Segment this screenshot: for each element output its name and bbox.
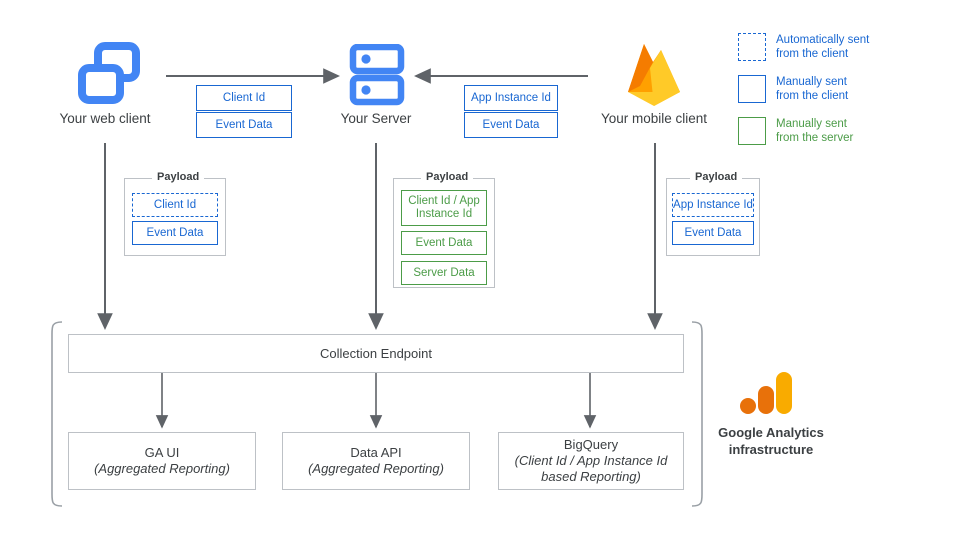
transit-right-chip-event-data: Event Data [464, 112, 558, 138]
output-box-bigquery: BigQuery (Client Id / App Instance Id ba… [498, 432, 684, 490]
infrastructure-bracket-right [691, 321, 703, 507]
legend-item-manually-sent-client: Manually sent from the client [738, 75, 848, 103]
legend-item-manually-sent-server: Manually sent from the server [738, 117, 853, 145]
legend-0-line1: Automatically sent [776, 34, 870, 46]
legend-item-automatically-sent-client: Automatically sent from the client [738, 33, 869, 61]
payload-mobile-client-title: Payload [690, 171, 743, 183]
payload-mobile-chip-app-instance-id: App Instance Id [672, 193, 754, 217]
payload-web-client-title: Payload [152, 171, 205, 183]
payload-web-chip-event-data: Event Data [132, 221, 218, 245]
collection-endpoint-label: Collection Endpoint [319, 345, 433, 361]
ga-infrastructure-caption: Google Analytics infrastructure [690, 424, 852, 458]
output-data-api-title: Data API [350, 445, 402, 460]
output-bigquery-subtitle: (Client Id / App Instance Id based Repor… [514, 453, 668, 484]
web-client-icon [74, 42, 144, 112]
output-ga-ui-title: GA UI [144, 445, 180, 460]
collection-endpoint-box: Collection Endpoint [68, 334, 684, 373]
legend-swatch-solid-blue-icon [738, 75, 766, 103]
payload-server-chip-client-app-id-text: Client Id / App Instance Id [408, 195, 480, 220]
output-ga-ui-subtitle: (Aggregated Reporting) [94, 461, 230, 476]
ga-caption-line-2: infrastructure [728, 442, 814, 457]
firebase-flame-icon [620, 38, 688, 110]
output-bigquery-title: BigQuery [563, 437, 619, 452]
legend-swatch-solid-green-icon [738, 117, 766, 145]
output-box-data-api: Data API (Aggregated Reporting) [282, 432, 470, 490]
legend-swatch-dashed-blue-icon [738, 33, 766, 61]
payload-server-title: Payload [421, 171, 474, 183]
payload-server-chip-event-data: Event Data [401, 231, 487, 255]
payload-mobile-chip-event-data: Event Data [672, 221, 754, 245]
server-icon [349, 44, 405, 106]
legend-label-manually-sent-server: Manually sent from the server [776, 117, 853, 145]
legend-label-manually-sent-client: Manually sent from the client [776, 75, 848, 103]
transit-left-chip-client-id: Client Id [196, 85, 292, 111]
output-data-api-subtitle: (Aggregated Reporting) [308, 461, 444, 476]
legend-label-automatically-sent-client: Automatically sent from the client [776, 33, 869, 61]
server-label: Your Server [340, 111, 412, 126]
ga-caption-line-1: Google Analytics [718, 425, 824, 440]
legend-1-line2: from the client [776, 90, 849, 102]
infrastructure-bracket-left [51, 321, 63, 507]
transit-right-chip-app-instance-id: App Instance Id [464, 85, 558, 111]
legend-0-line2: from the client [776, 48, 849, 60]
legend-1-line1: Manually sent [776, 76, 847, 88]
legend-2-line2: from the server [776, 132, 854, 144]
payload-server-chip-client-app-id: Client Id / App Instance Id [401, 190, 487, 226]
transit-left-chip-event-data: Event Data [196, 112, 292, 138]
mobile-client-label: Your mobile client [600, 111, 708, 126]
output-box-ga-ui: GA UI (Aggregated Reporting) [68, 432, 256, 490]
google-analytics-logo [740, 370, 802, 422]
payload-server-chip-server-data: Server Data [401, 261, 487, 285]
web-client-label: Your web client [59, 111, 151, 126]
legend-2-line1: Manually sent [776, 118, 847, 130]
payload-web-chip-client-id: Client Id [132, 193, 218, 217]
